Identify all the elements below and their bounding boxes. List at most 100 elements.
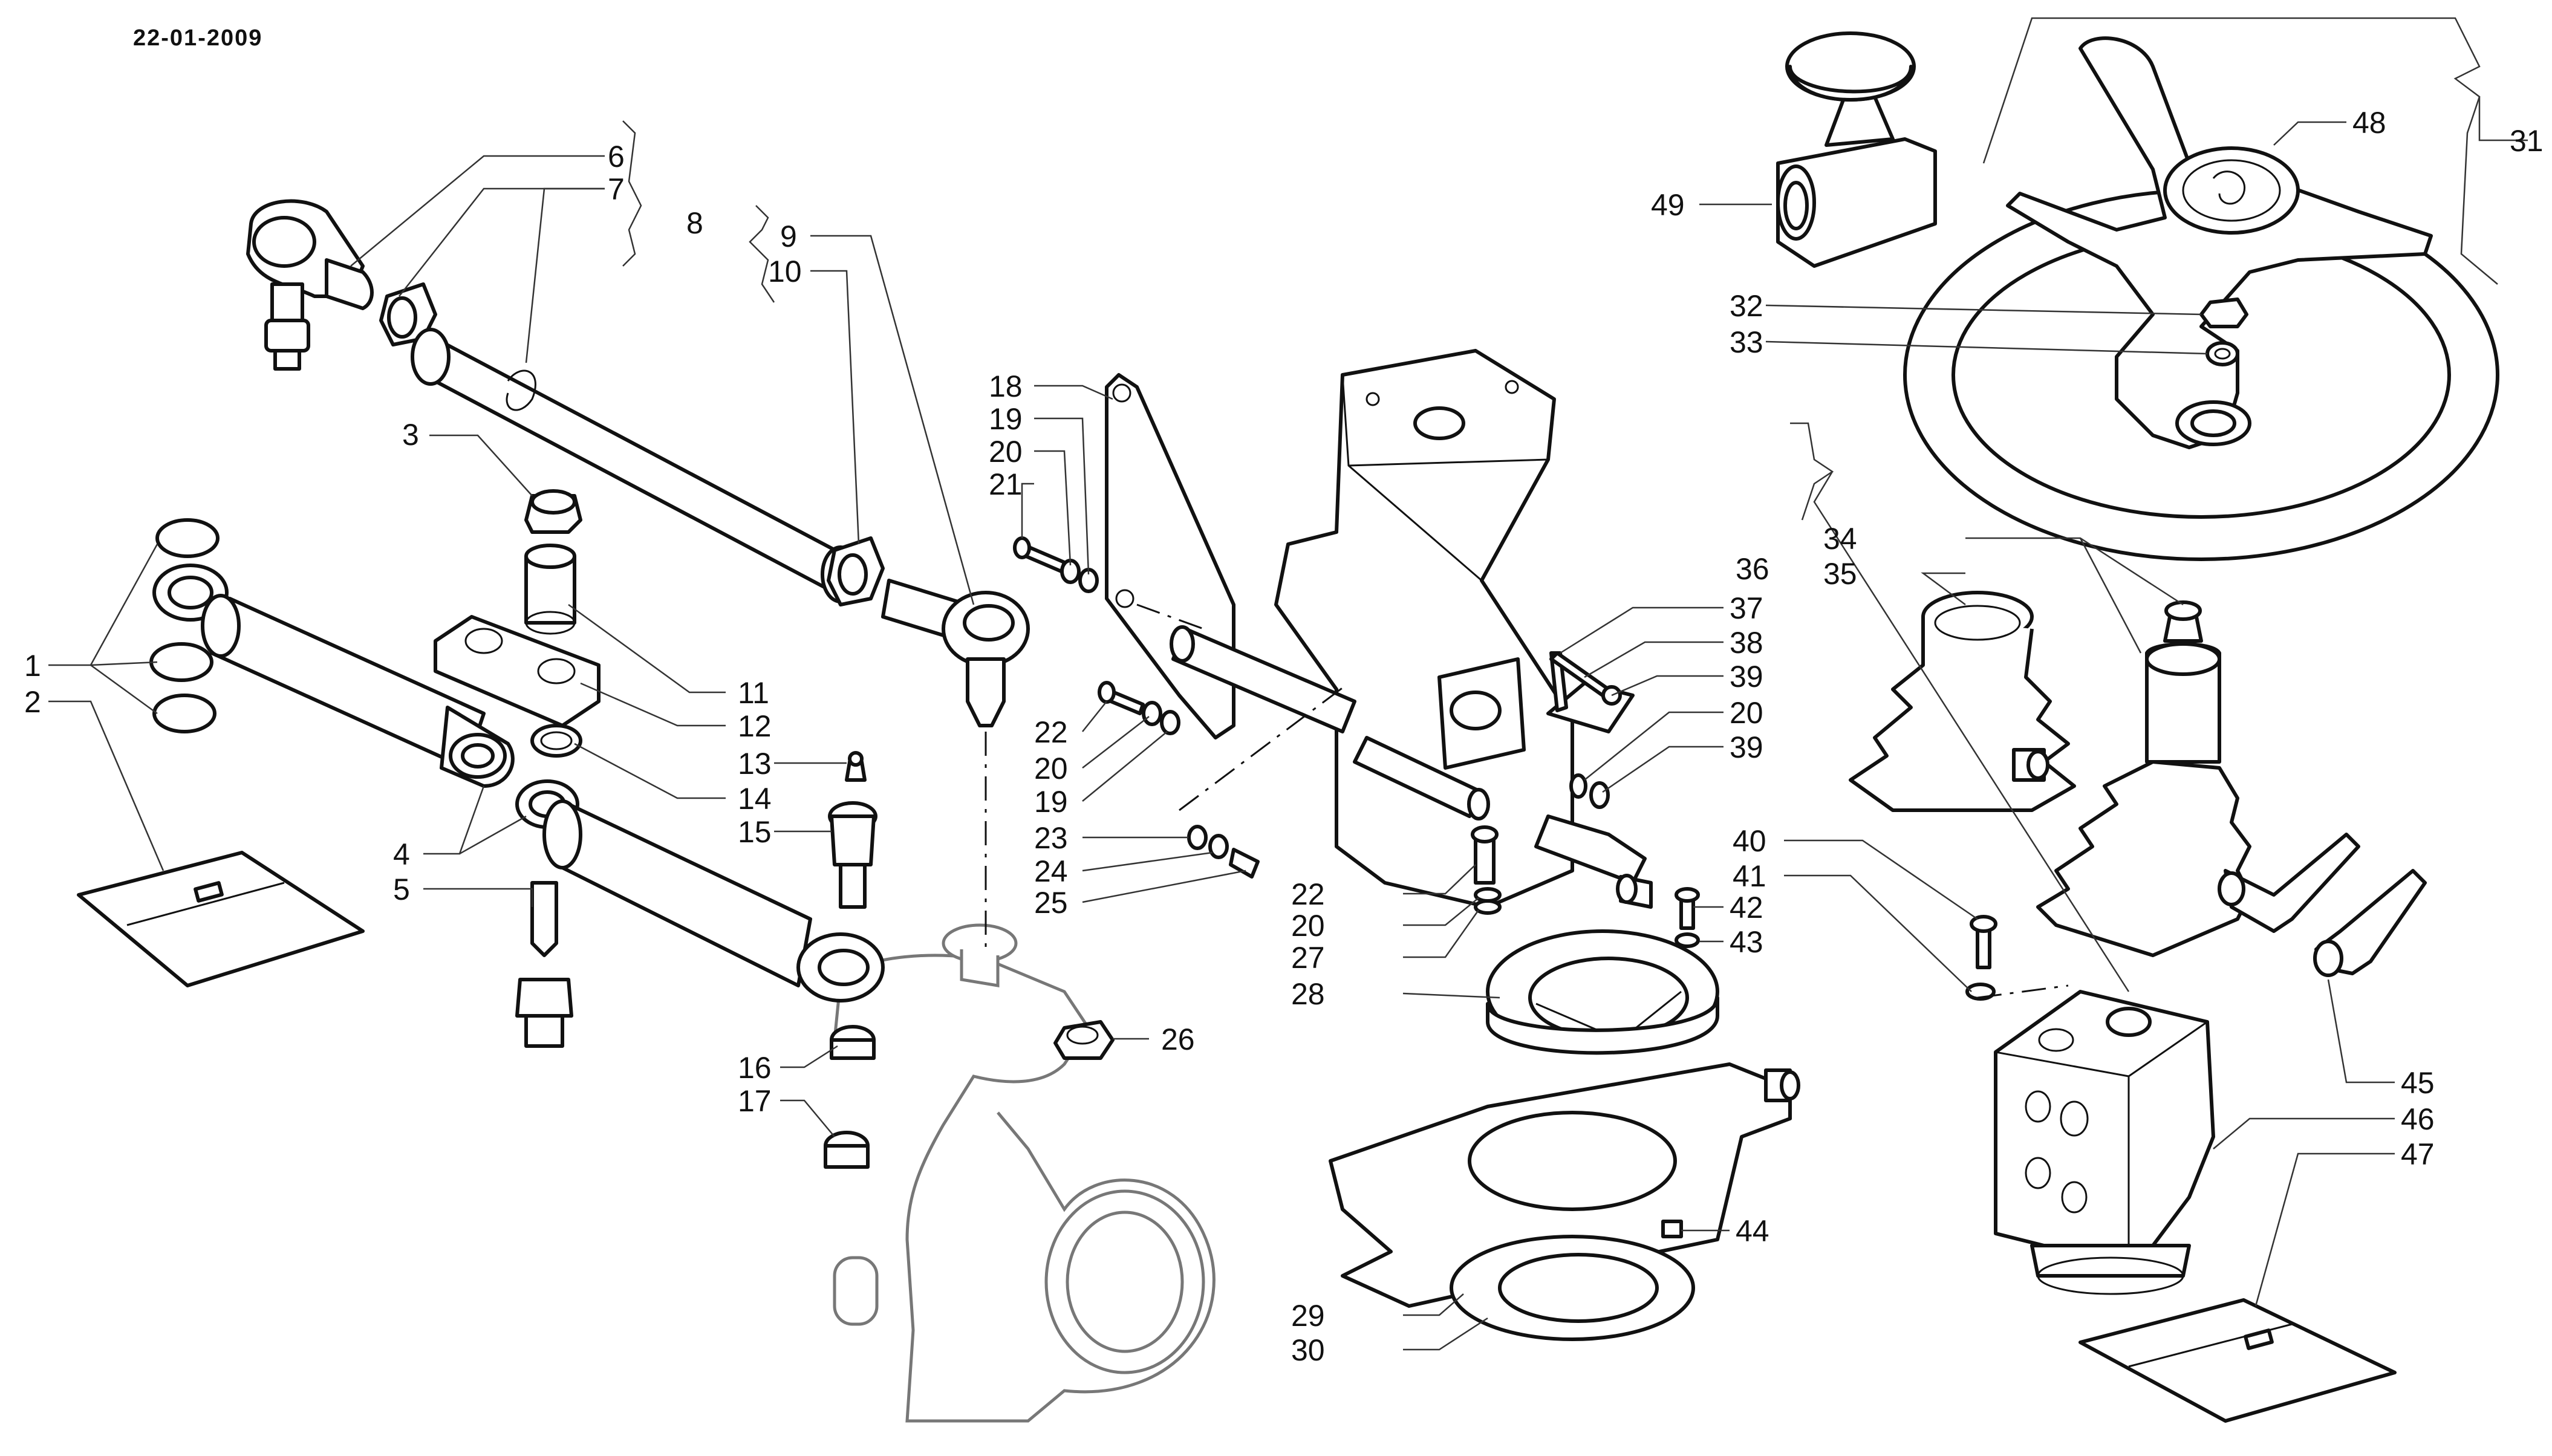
steering-knuckle [833, 923, 1216, 1423]
bolt-21 [1013, 536, 1099, 593]
callout-23: 23 [1034, 821, 1068, 855]
callout-47: 47 [2401, 1137, 2435, 1171]
tie-rod-end-right [881, 579, 1030, 727]
tie-rod-tube [411, 328, 861, 603]
callout-39a: 39 [1730, 660, 1763, 694]
screw-42-43 [1675, 887, 1700, 948]
pin-15 [828, 801, 877, 909]
callout-29: 29 [1291, 1299, 1325, 1333]
callout-4: 4 [393, 837, 410, 871]
callout-28: 28 [1291, 977, 1325, 1011]
pedal-lever-37 [1534, 681, 1653, 909]
callout-11: 11 [738, 676, 769, 710]
drawing-date: 22-01-2009 [133, 25, 263, 51]
stud-5 [515, 881, 573, 1048]
callout-16: 16 [738, 1051, 772, 1085]
bushing-nut-3 [524, 489, 582, 534]
callout-2: 2 [24, 685, 41, 719]
callout-3: 3 [402, 418, 419, 452]
callout-41: 41 [1733, 859, 1766, 893]
callout-22a: 22 [1034, 715, 1068, 749]
jam-nut-right [827, 536, 885, 606]
steering-wheel [1903, 36, 2499, 561]
boot-35 [1849, 591, 2076, 812]
callout-38: 38 [1730, 626, 1763, 660]
callout-labels: 1 2 3 4 5 6 7 8 9 10 11 12 13 14 15 16 1… [24, 106, 2544, 1367]
steering-column-support [1274, 349, 1574, 909]
callout-46: 46 [2401, 1102, 2435, 1136]
bushing-16 [830, 1025, 876, 1060]
callout-40: 40 [1733, 824, 1766, 858]
callout-18: 18 [989, 369, 1023, 403]
callout-45: 45 [2401, 1066, 2435, 1100]
callout-25: 25 [1034, 886, 1068, 920]
callout-32: 32 [1730, 289, 1763, 323]
grease-fitting-13 [845, 751, 867, 782]
callout-33: 33 [1730, 325, 1763, 359]
callout-9: 9 [780, 219, 797, 253]
callout-26: 26 [1161, 1022, 1195, 1056]
callout-5: 5 [393, 873, 410, 906]
callout-22b: 22 [1291, 877, 1325, 911]
leader-lines [48, 17, 2528, 1351]
bolt-22-upper [1098, 681, 1180, 735]
parts-bag-right [2078, 1298, 2397, 1423]
callout-19a: 19 [989, 402, 1023, 436]
pin-38 [1549, 651, 1622, 712]
bolt-40-41 [1965, 915, 1997, 1001]
clip-washers-39-20 [1569, 773, 1610, 809]
callout-44: 44 [1736, 1214, 1769, 1248]
callout-20c: 20 [1291, 909, 1325, 943]
callout-15: 15 [738, 815, 772, 849]
callout-37: 37 [1730, 591, 1763, 625]
callout-43: 43 [1730, 925, 1763, 959]
callout-19b: 19 [1034, 785, 1068, 819]
callout-20a: 20 [989, 435, 1023, 469]
link-plate [434, 615, 601, 727]
floor-plate-29 [1329, 1062, 1800, 1308]
callout-13: 13 [738, 747, 772, 781]
mounting-ring-28 [1486, 929, 1719, 1055]
lever-45 [2218, 833, 2427, 977]
callout-36: 36 [1736, 552, 1769, 586]
callout-10: 10 [768, 255, 802, 288]
callout-34: 34 [1823, 522, 1857, 556]
callout-48: 48 [2352, 106, 2386, 140]
callout-21: 21 [989, 467, 1023, 501]
callout-8: 8 [686, 206, 703, 240]
callout-6: 6 [608, 140, 625, 174]
callout-35: 35 [1823, 557, 1857, 591]
washer-14 [530, 724, 582, 758]
cylinder-upper [152, 564, 515, 788]
callout-7: 7 [608, 172, 625, 206]
callout-49: 49 [1651, 188, 1685, 222]
callout-39b: 39 [1730, 730, 1763, 764]
washers-23-25 [1187, 825, 1260, 879]
callout-24: 24 [1034, 854, 1068, 888]
orbitrol-unit-46 [1994, 990, 2215, 1295]
cylinder-lower [515, 779, 885, 1003]
callout-20d: 20 [1730, 696, 1763, 730]
bolt-22-lower-27 [1471, 825, 1502, 915]
gasket-30 [1450, 1235, 1695, 1341]
mounting-bracket-18 [1105, 373, 1235, 739]
callout-14: 14 [738, 782, 772, 816]
callout-27: 27 [1291, 941, 1325, 975]
nut-26 [1053, 1020, 1115, 1060]
spacer-11 [524, 544, 576, 635]
callout-30: 30 [1291, 1333, 1325, 1367]
callout-42: 42 [1730, 891, 1763, 925]
spinner-knob-49 [1776, 31, 1937, 268]
callout-12: 12 [738, 709, 772, 743]
parts-bag-left [77, 851, 365, 987]
nut-17 [824, 1131, 870, 1169]
snap-rings [149, 518, 220, 733]
tie-rod-end-left [246, 199, 374, 371]
callout-31: 31 [2510, 124, 2544, 158]
callout-1: 1 [24, 649, 41, 683]
callout-20b: 20 [1034, 752, 1068, 785]
column-shaft [1170, 625, 1490, 821]
callout-17: 17 [738, 1084, 772, 1118]
nut-32 [2199, 297, 2248, 328]
